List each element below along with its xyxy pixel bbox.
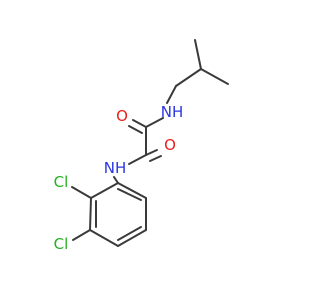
structure-canvas: O NH O NH Cl Cl <box>54 39 229 253</box>
atom-chlorine-1: Cl <box>54 173 69 191</box>
bond-ring-2 <box>89 197 92 231</box>
atom-chlorine-2: Cl <box>54 235 69 253</box>
bond-ring-4 <box>117 229 147 247</box>
bond-ring-inner-3 <box>117 188 142 201</box>
bond-ring-3 <box>89 229 119 247</box>
bond-c-cl1 <box>71 186 92 199</box>
bond-c2-nh2 <box>128 154 147 165</box>
atom-labels: O NH O NH Cl Cl <box>54 103 184 253</box>
bond-ch2-nh1 <box>166 85 177 104</box>
atom-oxygen-2: O <box>164 136 176 154</box>
bond-ring-inner-2 <box>117 226 142 241</box>
atom-nh-2: NH <box>104 159 127 177</box>
bond-c-cl2 <box>72 229 91 241</box>
bond-ring-6 <box>117 182 147 199</box>
bond-ch-ch3b <box>200 68 229 85</box>
bond-ch3a-ch <box>194 39 202 70</box>
bond-c1-o1-b <box>128 125 143 134</box>
bond-c2-o2-b <box>149 155 162 162</box>
bond-nh1-c1 <box>145 117 164 128</box>
bond-nh2-cring <box>113 176 119 184</box>
bond-ch-ch2 <box>175 68 202 87</box>
bond-c1-o1-a <box>132 119 147 128</box>
bond-ring-1 <box>90 182 119 199</box>
atom-oxygen-1: O <box>116 107 128 125</box>
atom-nh-1: NH <box>161 103 184 121</box>
bonds <box>71 39 229 247</box>
molecule-diagram: O NH O NH Cl Cl <box>54 39 229 253</box>
bond-c2-o2-a <box>145 149 158 156</box>
